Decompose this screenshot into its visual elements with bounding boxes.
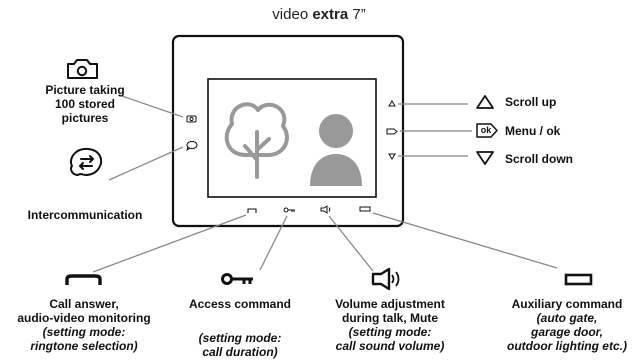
picture-line-2: 100 stored (54, 97, 116, 111)
speech-bubble-icon (70, 147, 103, 176)
volume-label: Volume adjustment during talk, Mute (set… (320, 297, 460, 353)
call-line-4: ringtone selection) (30, 339, 138, 353)
access-line-2: (setting mode: (198, 331, 282, 345)
key-icon (221, 273, 253, 285)
picture-taking-label: Picture taking 100 stored pictures (20, 83, 150, 125)
leader-intercom (108, 146, 184, 181)
call-line-2: audio-video monitoring (17, 311, 151, 325)
call-line-3: (setting mode: (42, 325, 126, 339)
aux-line-2: (auto gate, (536, 311, 598, 325)
aux-line-4: outdoor lighting etc.) (507, 339, 627, 353)
ok-key-label: ok (480, 125, 492, 135)
access-line-3: call duration) (202, 345, 278, 359)
title-bold: extra (312, 6, 349, 23)
handset-icon (65, 274, 102, 285)
call-answer-label: Call answer, audio-video monitoring (set… (0, 297, 168, 353)
scroll-up-label: Scroll up (505, 95, 557, 109)
leader-picture (118, 94, 184, 118)
aux-line-1: Auxiliary command (511, 297, 623, 311)
leader-call (92, 214, 247, 273)
volume-line-3: (setting mode: (348, 325, 432, 339)
volume-line-4: call sound volume) (335, 339, 445, 353)
leader-access (259, 215, 288, 271)
auxiliary-command-label: Auxiliary command (auto gate, garage doo… (496, 297, 638, 353)
volume-line-1: Volume adjustment (335, 297, 445, 311)
device-up-button (388, 100, 396, 107)
title-suffix: 7” (348, 6, 366, 23)
device-down-button (388, 153, 396, 160)
call-line-1: Call answer, (49, 297, 119, 311)
device-camera-button (186, 115, 197, 123)
volume-line-2: during talk, Mute (342, 311, 438, 325)
intercommunication-label: Intercommunication (27, 208, 143, 222)
menu-ok-label: Menu / ok (505, 124, 561, 138)
leader-aux (372, 212, 558, 269)
diagram-title: video extra 7” (0, 6, 638, 23)
device-key-button (283, 207, 295, 213)
picture-line-3: pictures (61, 111, 109, 125)
tree-icon (224, 102, 289, 179)
device-speaker-button (320, 205, 331, 214)
triangle-down-icon (476, 151, 494, 165)
person-icon (310, 114, 362, 186)
ok-key-icon (476, 123, 498, 138)
device-aux-button (359, 206, 371, 212)
speaker-icon (371, 267, 400, 291)
triangle-up-icon (476, 95, 494, 109)
title-prefix: video (272, 6, 313, 23)
camera-icon (67, 59, 98, 79)
device-handset-button (247, 208, 257, 213)
leader-volume (328, 215, 374, 272)
device-chat-button (186, 140, 198, 152)
aux-line-3: garage door, (530, 325, 604, 339)
access-line-1: Access command (188, 297, 292, 311)
device-ok-button (386, 128, 398, 135)
access-command-label: Access command (setting mode: call durat… (170, 297, 310, 359)
scroll-down-label: Scroll down (505, 152, 574, 166)
picture-line-1: Picture taking (45, 83, 125, 97)
rectangle-icon (564, 273, 593, 286)
